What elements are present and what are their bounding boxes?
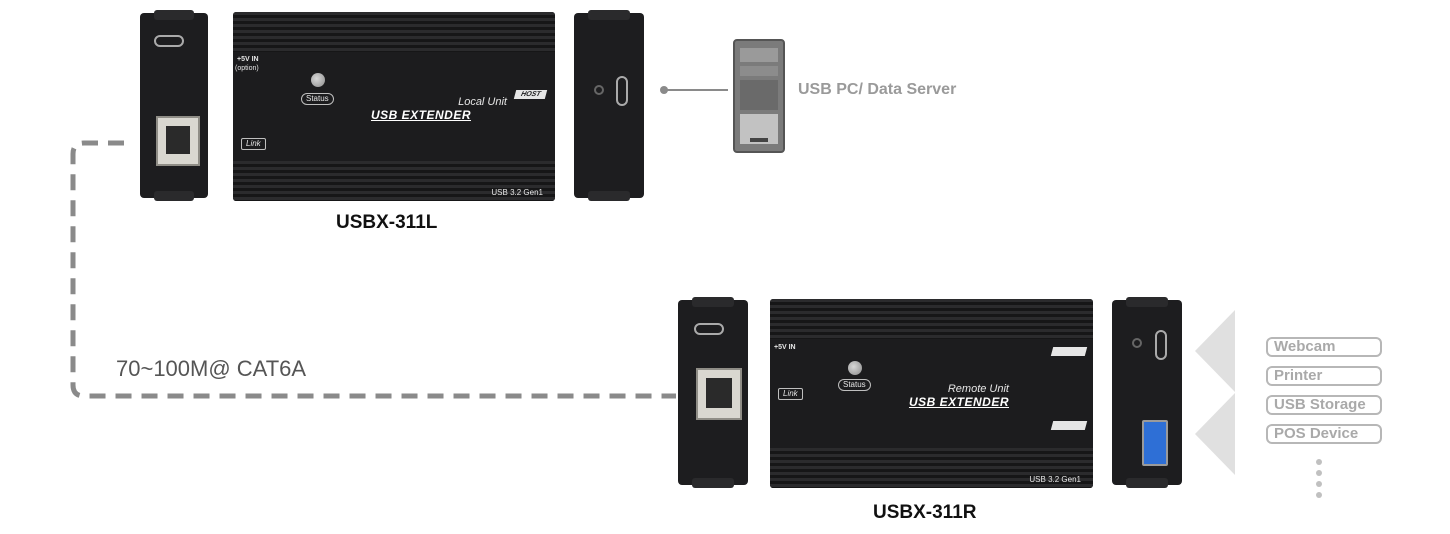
link-label: Link <box>241 138 266 150</box>
remote-unit: +5V IN Status Link Remote Unit USB EXTEN… <box>770 299 1093 488</box>
power-option-label: (option) <box>235 65 259 72</box>
screw-icon <box>1132 338 1142 348</box>
pc-tower-icon <box>733 39 785 153</box>
power-label: +5V IN <box>237 56 259 63</box>
rj45-port-icon <box>696 368 742 420</box>
arrow-left-icon <box>1195 393 1235 475</box>
usb-c-port-icon <box>616 76 628 106</box>
gen-label: USB 3.2 Gen1 <box>491 188 543 197</box>
usb-symbol-icon <box>1050 421 1088 430</box>
arrow-left-icon <box>1195 310 1235 392</box>
usb-symbol-icon <box>1050 347 1088 356</box>
unit-name: Remote Unit <box>947 383 1009 395</box>
local-unit: +5V IN (option) Status Link HOST Local U… <box>233 12 555 201</box>
device-item: Printer <box>1266 366 1382 386</box>
power-label: +5V IN <box>774 344 796 351</box>
local-model-label: USBX-311L <box>336 212 438 233</box>
local-right-panel <box>574 10 644 201</box>
remote-model-label: USBX-311R <box>873 502 977 523</box>
ellipsis-vertical-icon <box>1316 459 1322 498</box>
local-left-panel <box>140 10 208 201</box>
status-label: Status <box>838 379 871 391</box>
device-item: USB Storage <box>1266 395 1382 415</box>
usb-a-port-icon <box>1142 420 1168 466</box>
usb-c-port-icon <box>1155 330 1167 360</box>
device-item: POS Device <box>1266 424 1382 444</box>
unit-name: Local Unit <box>458 96 507 108</box>
rj45-port-icon <box>156 116 200 166</box>
usb-c-port-icon <box>154 35 184 47</box>
link-label: Link <box>778 388 803 400</box>
cable-label: 70~100M@ CAT6A <box>116 356 307 381</box>
host-label: HOST <box>513 90 548 99</box>
remote-left-panel <box>678 297 748 488</box>
brand-label: USB EXTENDER <box>370 108 471 122</box>
status-led <box>848 361 862 375</box>
gen-label: USB 3.2 Gen1 <box>1029 475 1081 484</box>
status-label: Status <box>301 93 334 105</box>
pc-label: USB PC/ Data Server <box>798 81 957 98</box>
remote-right-panel <box>1112 297 1182 488</box>
status-led <box>311 73 325 87</box>
screw-icon <box>594 85 604 95</box>
device-item: Webcam <box>1266 337 1382 357</box>
pc-connection-dot <box>660 86 668 94</box>
brand-label: USB EXTENDER <box>908 395 1009 409</box>
usb-c-port-icon <box>694 323 724 335</box>
